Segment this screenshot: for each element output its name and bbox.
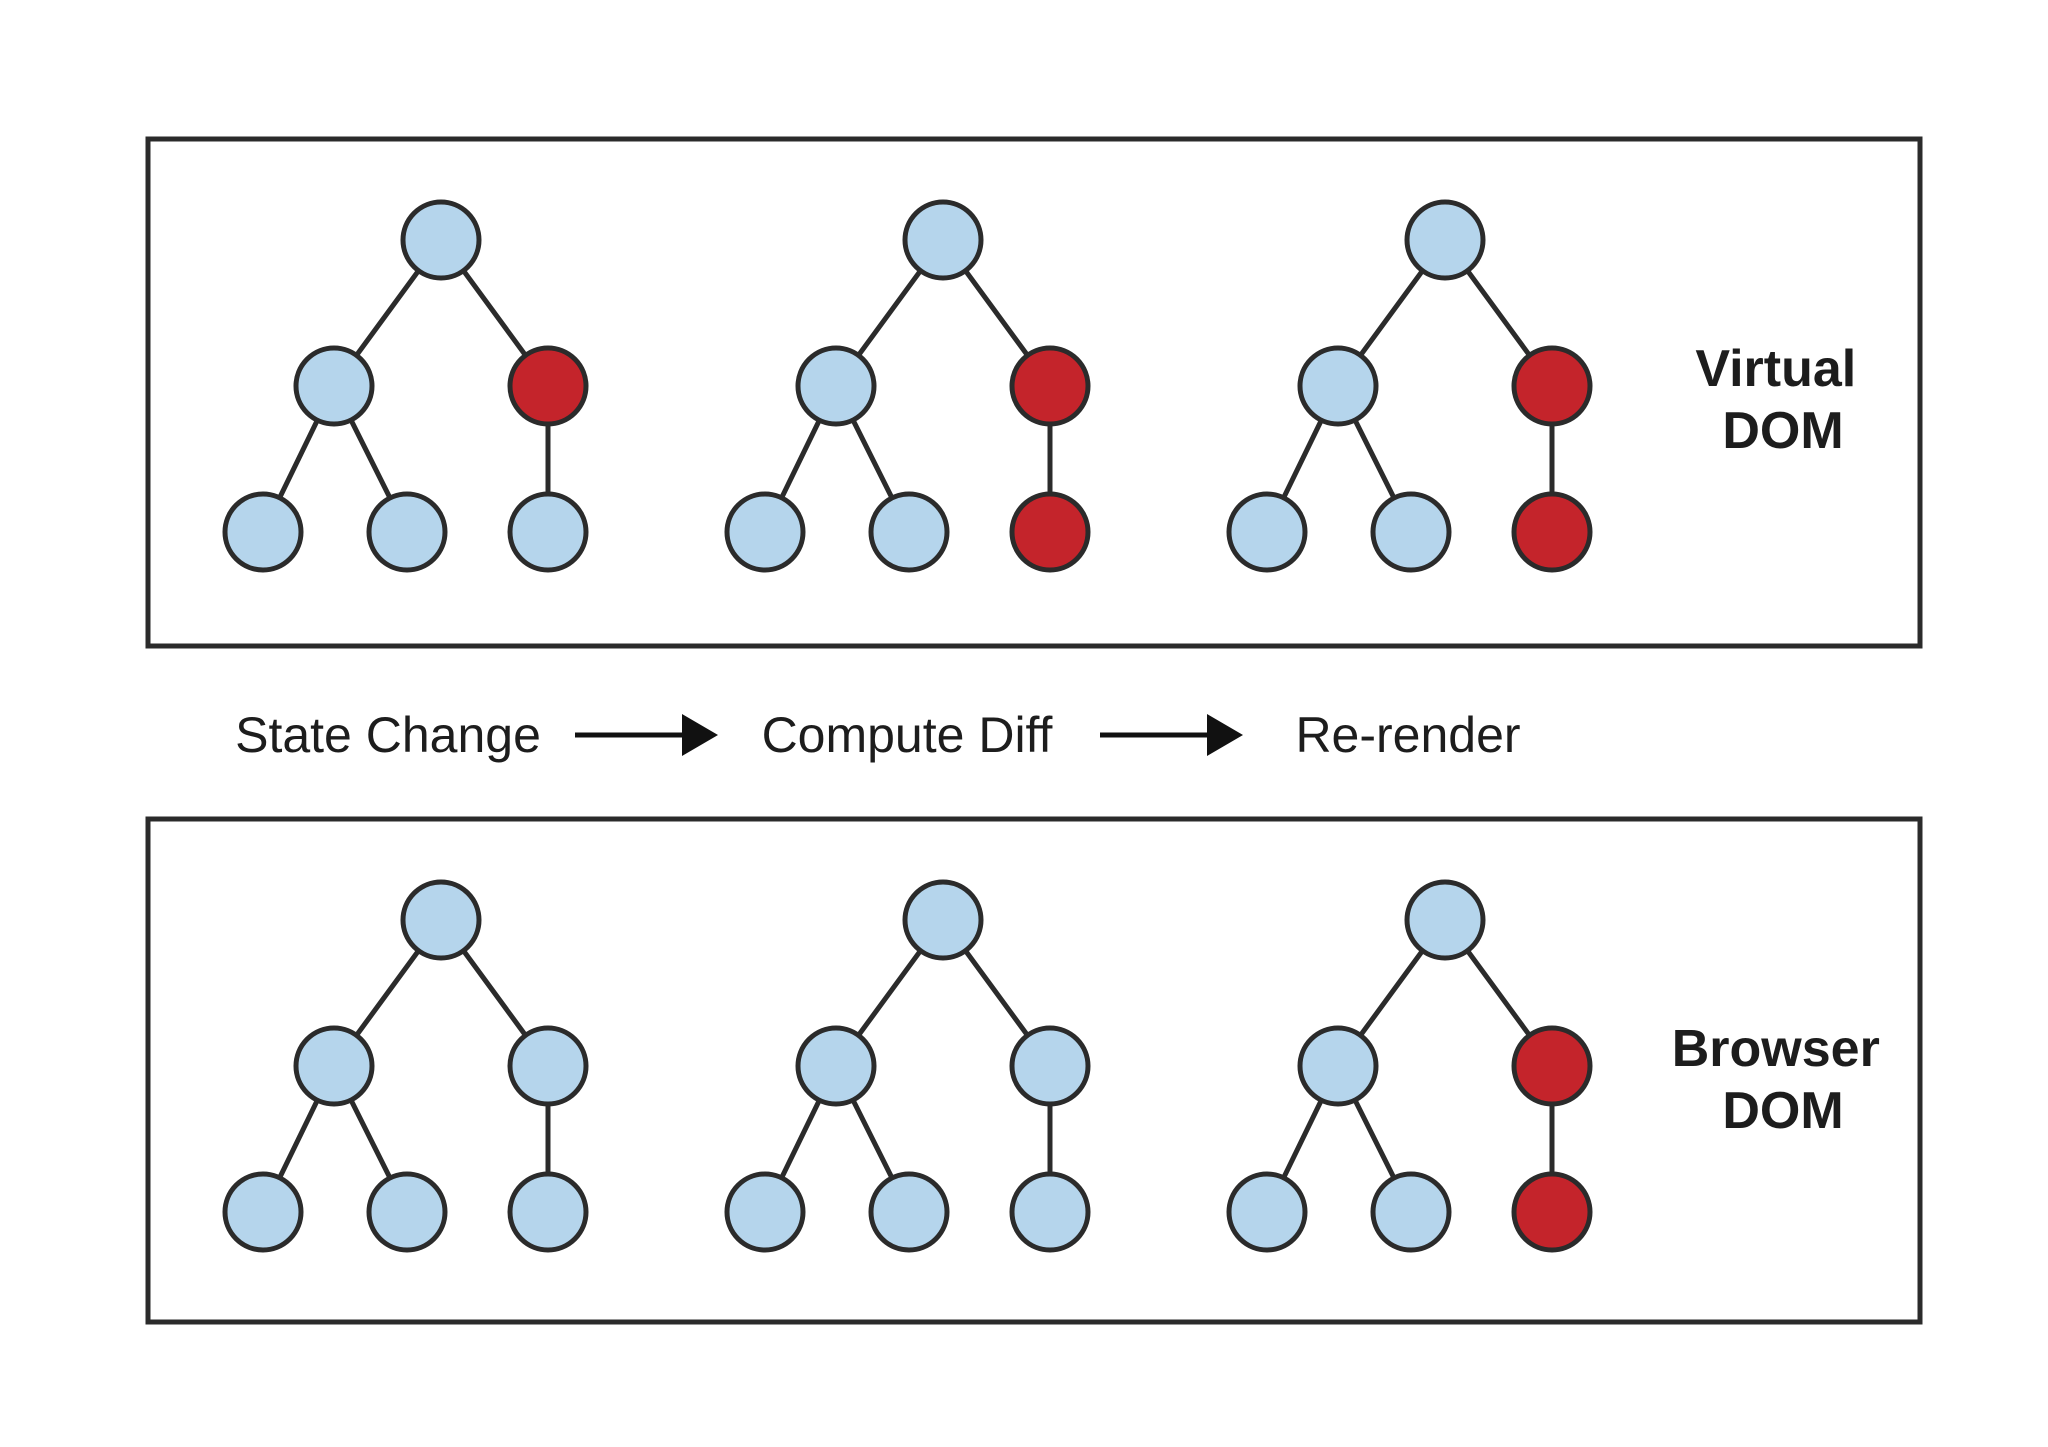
- tree-node-changed: [1009, 345, 1091, 427]
- dom-tree: [1226, 199, 1593, 573]
- arrow-right-icon: [575, 714, 718, 756]
- virtual-dom-title-line-2: DOM: [1722, 402, 1843, 460]
- browser-dom-title: Browser DOM: [1672, 1020, 1895, 1140]
- tree-node-changed: [1009, 491, 1091, 573]
- virtual-dom-trees: [222, 199, 1593, 573]
- tree-node: [1009, 1171, 1091, 1253]
- browser-dom-frame: [145, 816, 1923, 1325]
- tree-node: [222, 1171, 304, 1253]
- tree-node: [1404, 199, 1486, 281]
- tree-node: [1226, 491, 1308, 573]
- virtual-dom-panel: Virtual DOM: [145, 136, 1923, 649]
- tree-node: [1404, 879, 1486, 961]
- virtual-dom-title: Virtual DOM: [1695, 340, 1870, 460]
- tree-node: [400, 879, 482, 961]
- tree-node: [507, 491, 589, 573]
- tree-node: [795, 1025, 877, 1107]
- tree-node: [507, 1025, 589, 1107]
- tree-node: [724, 491, 806, 573]
- tree-node-changed: [1511, 491, 1593, 573]
- tree-node: [1297, 345, 1379, 427]
- virtual-dom-frame: [145, 136, 1923, 649]
- tree-node: [795, 345, 877, 427]
- virtual-dom-title-line-1: Virtual: [1695, 340, 1856, 398]
- tree-node: [366, 491, 448, 573]
- dom-tree: [1226, 879, 1593, 1253]
- browser-dom-title-line-1: Browser: [1672, 1020, 1880, 1078]
- tree-node: [1370, 491, 1452, 573]
- tree-node: [293, 345, 375, 427]
- tree-node: [902, 199, 984, 281]
- arrow-right-icon: [1100, 714, 1243, 756]
- tree-node: [366, 1171, 448, 1253]
- tree-node-changed: [1511, 1025, 1593, 1107]
- dom-tree: [724, 879, 1091, 1253]
- process-steps: State Change Compute Diff Re-render: [235, 707, 1520, 763]
- dom-tree: [222, 879, 589, 1253]
- tree-node-changed: [1511, 1171, 1593, 1253]
- dom-tree: [724, 199, 1091, 573]
- tree-node: [724, 1171, 806, 1253]
- browser-dom-trees: [222, 879, 1593, 1253]
- browser-dom-panel: Browser DOM: [145, 816, 1923, 1325]
- browser-dom-title-line-2: DOM: [1722, 1082, 1843, 1140]
- step-label-state-change: State Change: [235, 707, 541, 763]
- tree-node: [1297, 1025, 1379, 1107]
- tree-node-changed: [1511, 345, 1593, 427]
- step-label-compute-diff: Compute Diff: [762, 707, 1053, 763]
- tree-node: [507, 1171, 589, 1253]
- tree-node: [222, 491, 304, 573]
- tree-node-changed: [507, 345, 589, 427]
- tree-node: [1226, 1171, 1308, 1253]
- step-label-re-render: Re-render: [1295, 707, 1520, 763]
- tree-node: [868, 491, 950, 573]
- tree-node: [1009, 1025, 1091, 1107]
- tree-node: [902, 879, 984, 961]
- tree-node: [400, 199, 482, 281]
- tree-node: [293, 1025, 375, 1107]
- tree-node: [1370, 1171, 1452, 1253]
- tree-node: [868, 1171, 950, 1253]
- dom-tree: [222, 199, 589, 573]
